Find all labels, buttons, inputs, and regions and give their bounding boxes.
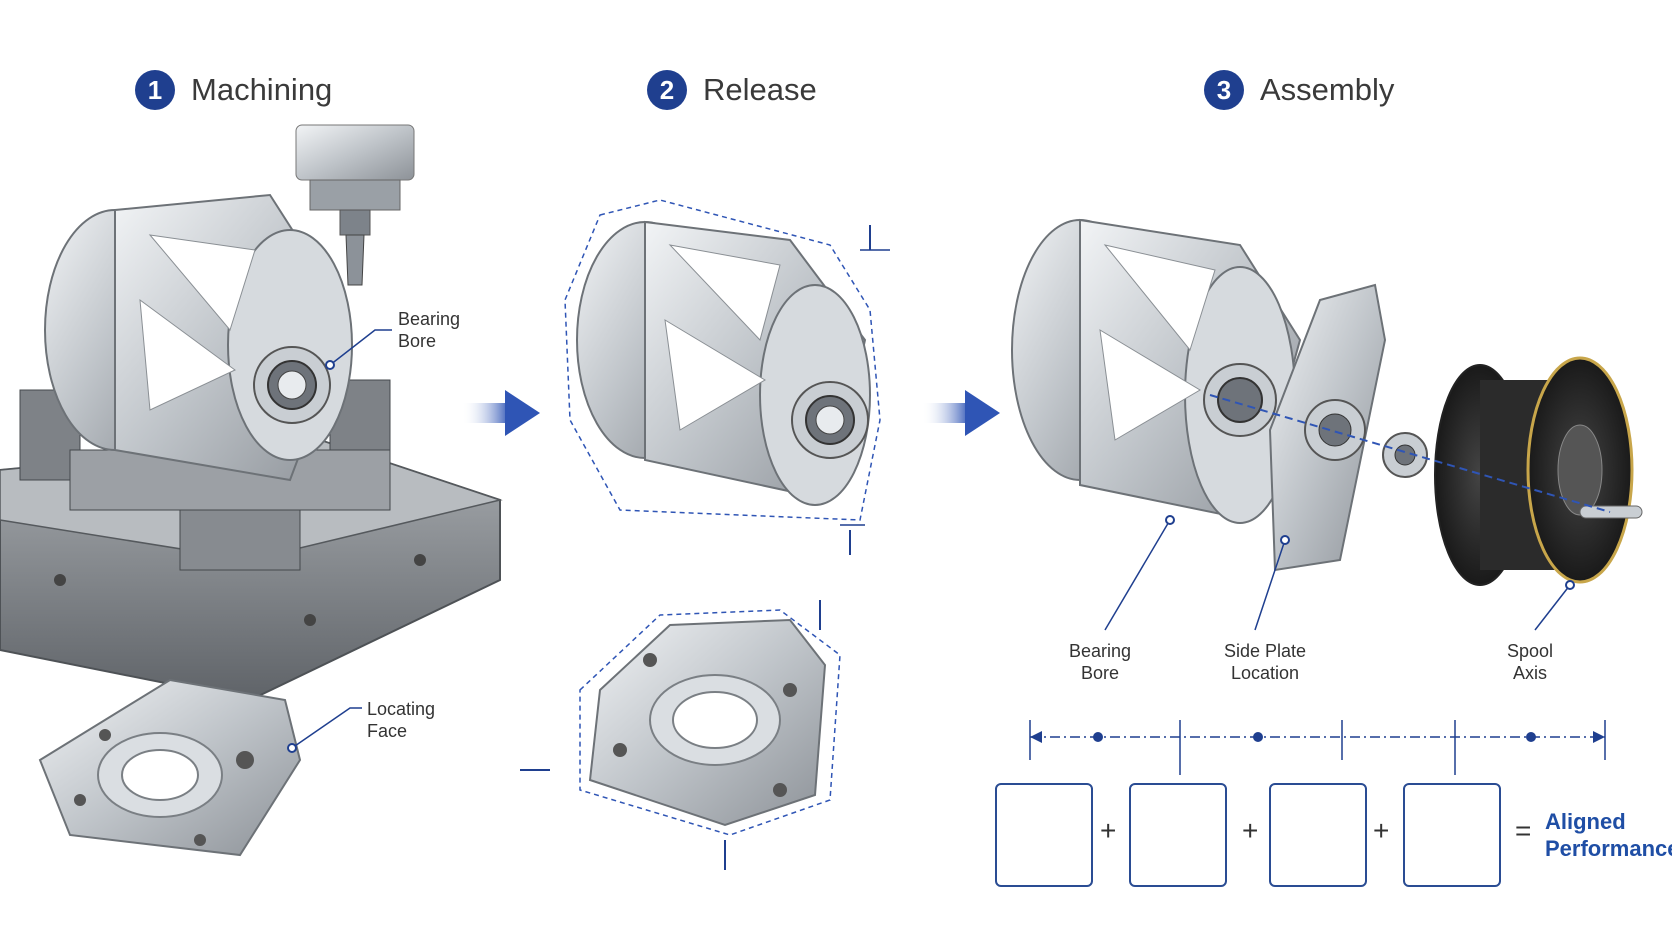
flow-arrow-icon [922, 390, 1000, 436]
reel-frame-machined [44, 193, 353, 482]
equation-plus: + [1242, 815, 1259, 846]
step-3-label: Assembly [1260, 72, 1395, 107]
spool-axis-line [1209, 394, 1611, 513]
assembly-illustration [1011, 218, 1643, 775]
aligned-performance-result: Aligned Performance [1545, 809, 1672, 861]
equation-bearing-box [995, 783, 1093, 887]
release-outline [564, 199, 881, 521]
step-2-number: 2 [647, 70, 687, 110]
assembly-callout-bearing-bore: Bearing Bore [1068, 641, 1132, 683]
callout-leader [1254, 539, 1286, 631]
equation-equals: = [1515, 815, 1532, 846]
machining-illustration [0, 124, 503, 857]
step-3-title: 3 Assembly [1204, 70, 1394, 110]
equation-bearing-box [1269, 783, 1367, 887]
step-1-title: 1 Machining [135, 70, 332, 110]
spindle-head [295, 124, 415, 181]
step-2-title: 2 Release [647, 70, 817, 110]
callout-leader [1104, 519, 1171, 631]
equation-plus: + [1100, 815, 1117, 846]
assembly-callout-spool-axis: Spool Axis [1506, 641, 1554, 683]
assembly-callout-side-plate-location: Side Plate Location [1223, 641, 1307, 683]
machining-callout-locating-face: Locating Face [367, 699, 436, 741]
equation-plus: + [1373, 815, 1390, 846]
callout-leader [291, 707, 362, 749]
flow-arrow-icon [462, 390, 540, 436]
alignment-dimension-line [1029, 720, 1606, 775]
equation-spool-box [1403, 783, 1501, 887]
assembly-spool [1434, 356, 1643, 586]
locating-face-plate [38, 678, 302, 857]
callout-leader [329, 329, 392, 366]
equation-side-plate-box [1129, 783, 1227, 887]
end-mill-icon [345, 234, 365, 286]
step-1-number: 1 [135, 70, 175, 110]
step-2-label: Release [703, 72, 817, 107]
release-illustration [520, 199, 890, 870]
step-3-number: 3 [1204, 70, 1244, 110]
callout-leader [1534, 584, 1571, 631]
step-1-label: Machining [191, 72, 333, 107]
machining-callout-bearing-bore: Bearing Bore [398, 309, 461, 351]
